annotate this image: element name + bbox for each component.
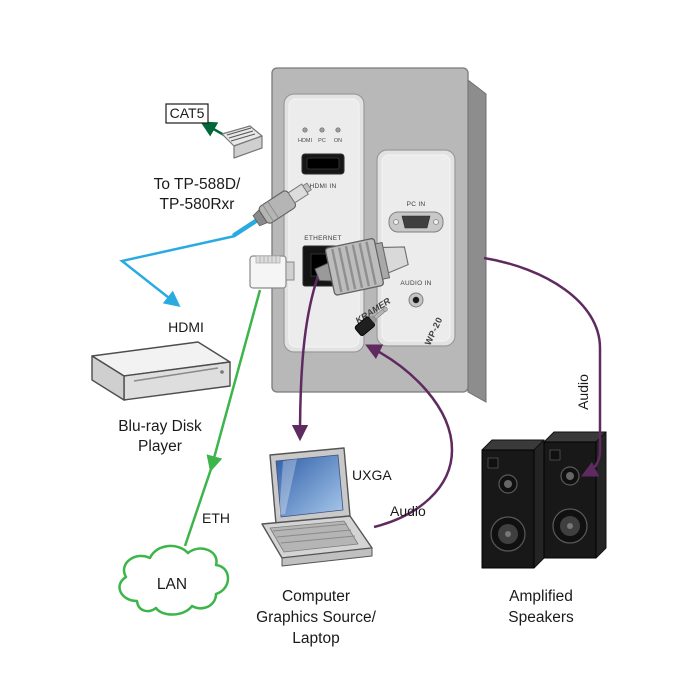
lan-label: LAN xyxy=(157,576,187,593)
bluray-player xyxy=(91,341,231,401)
speakers-label-line2: Speakers xyxy=(508,609,574,626)
bluray-label-line2: Player xyxy=(138,438,182,455)
speakers-label-line1: Amplified xyxy=(509,588,573,605)
laptop-screen xyxy=(275,454,344,518)
vga-connector xyxy=(314,238,409,296)
laptop-keyboard xyxy=(269,520,359,553)
eth-cable-label: ETH xyxy=(202,510,230,526)
hdmi-cable-label: HDMI xyxy=(168,319,204,335)
laptop-label-line1: Computer xyxy=(282,588,350,605)
disc-tray-slot xyxy=(133,367,219,382)
hdmi-plug-connector xyxy=(232,182,312,238)
status-led-icons xyxy=(302,127,341,133)
laptop xyxy=(261,447,373,567)
screen-glare xyxy=(279,459,297,515)
hdmi-cable xyxy=(119,234,236,308)
eth-cable-lower xyxy=(183,468,213,547)
vga-grip-ribs xyxy=(331,241,377,293)
led-label-hdmi: HDMI xyxy=(298,138,313,144)
power-button-icon xyxy=(220,370,224,374)
uxga-cable xyxy=(291,275,320,442)
eth-plug-pins xyxy=(259,256,277,263)
ethernet-port-label: ETHERNET xyxy=(304,235,341,242)
eth-cable-upper xyxy=(206,289,262,473)
wall-plate-side xyxy=(467,78,487,403)
hdmi-in-port-label: HDMI IN xyxy=(309,183,336,190)
audio-in-jack-port xyxy=(408,292,424,308)
audio-in-port-label: AUDIO IN xyxy=(400,280,431,287)
led-label-on: ON xyxy=(334,138,342,144)
uxga-cable-label: UXGA xyxy=(352,467,392,483)
led-label-pc: PC xyxy=(318,138,326,144)
cat5-connector xyxy=(221,125,263,159)
speaker-port-icon xyxy=(487,457,499,469)
eth-rj45-connector xyxy=(249,255,295,289)
speaker-port-icon xyxy=(549,449,561,461)
pc-in-vga-port xyxy=(388,211,444,233)
audio-source-cable xyxy=(365,344,454,529)
audio-speaker-label: Audio xyxy=(575,374,591,410)
lan-cloud: LAN xyxy=(118,544,230,616)
receiver-label-line1: To TP-588D/ xyxy=(154,176,241,193)
amplified-speakers xyxy=(481,431,607,569)
audio-jack-plug xyxy=(354,306,388,336)
cat5-tag: CAT5 xyxy=(165,103,209,124)
bluray-label-line1: Blu-ray Disk xyxy=(118,418,202,435)
receiver-label-line2: TP-580Rxr xyxy=(160,196,235,213)
speaker-right xyxy=(543,431,607,559)
hdmi-in-port xyxy=(301,153,345,175)
speaker-left xyxy=(481,439,545,569)
laptop-front-edge xyxy=(281,547,373,567)
wall-plate-right-panel: PC IN AUDIO IN xyxy=(376,149,456,347)
laptop-label-line2: Graphics Source/ xyxy=(256,609,376,626)
cat5-pins xyxy=(226,127,256,142)
laptop-label-line3: Laptop xyxy=(292,630,339,647)
audio-speaker-cable xyxy=(483,256,602,477)
wall-plate-left-panel: HDMI PC ON HDMI IN ETHERNET xyxy=(283,93,365,353)
audio-source-label: Audio xyxy=(390,503,426,519)
pc-in-port-label: PC IN xyxy=(407,201,426,208)
cat5-label: CAT5 xyxy=(170,105,205,121)
